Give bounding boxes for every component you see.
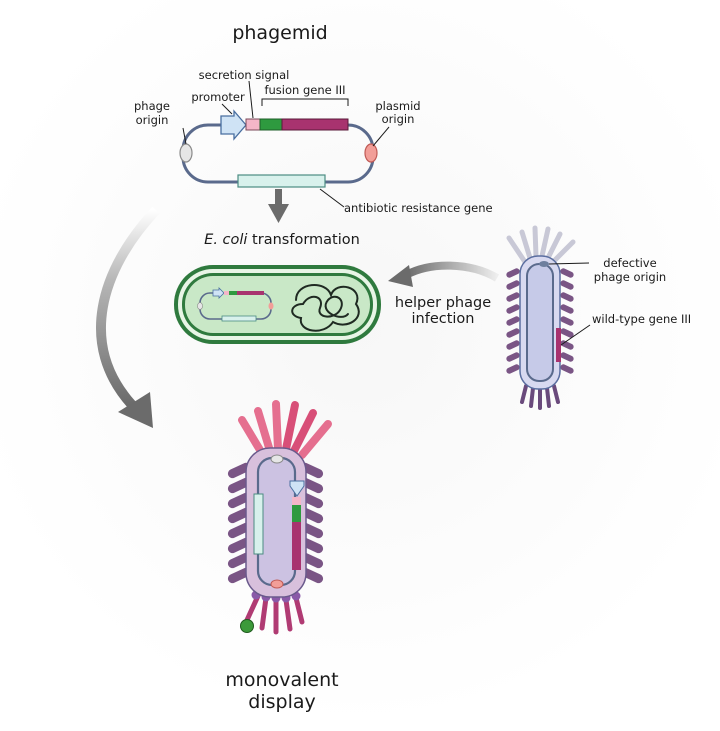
phage-origin-label-1: phage [134, 99, 170, 113]
display-gene-iii-segment [292, 522, 301, 570]
wild-type-leader [560, 324, 591, 346]
promoter-leader [221, 103, 233, 115]
secretion-signal-segment [245, 118, 261, 131]
display-genome [256, 456, 297, 587]
promoter-label: promoter [191, 90, 245, 104]
antibiotic-resistance-label: antibiotic resistance gene [344, 201, 493, 215]
display-plasmid-origin [270, 579, 284, 589]
helper-pIII-proteins [506, 225, 576, 265]
fusion-gene-iii-segment [281, 118, 349, 131]
wild-type-label: wild-type gene III [592, 312, 691, 326]
mini-phage-origin [197, 302, 203, 310]
phage-origin-leader [182, 127, 187, 145]
helper-arrow-head-icon [388, 265, 413, 287]
display-green-segment [292, 505, 301, 522]
left-curved-arrow [96, 206, 160, 428]
transformation-arrow [268, 189, 289, 223]
left-curved-arrow-shaft [96, 206, 160, 409]
mini-green-segment [229, 291, 237, 295]
plasmid-origin-label-1: plasmid [375, 99, 420, 113]
phage-origin-marker [179, 143, 193, 163]
mini-promoter-icon [212, 287, 225, 299]
antibiotic-resistance-segment [237, 174, 326, 188]
defective-label-1: defective [603, 256, 656, 270]
defective-leader [548, 262, 590, 265]
defective-origin-marker [539, 261, 549, 267]
monovalent-label-2: display [248, 691, 315, 713]
display-antibiotic-segment [253, 493, 264, 555]
display-phage-origin [270, 454, 284, 464]
helper-coat-right [560, 268, 574, 374]
plasmid-origin-leader [372, 126, 390, 147]
display-pIII-proteins [238, 400, 332, 459]
phagemid-title: phagemid [232, 22, 327, 44]
transformation-label-rest: transformation [247, 232, 359, 248]
helper-phage-label-2: infection [412, 311, 475, 327]
wild-type-gene-iii-marker [556, 328, 561, 362]
helper-tail-proteins [520, 384, 560, 410]
down-arrow-icon [268, 204, 289, 223]
helper-genome [526, 263, 554, 382]
helper-phage-label-1: helper phage [395, 295, 491, 311]
helper-coat-left [506, 268, 520, 374]
fusion-displayed-protein-segment [259, 118, 283, 131]
fusion-gene-label: fusion gene III [264, 83, 345, 97]
secretion-signal-label: secretion signal [199, 68, 290, 82]
mini-secretion-segment [224, 291, 229, 295]
plasmid-origin-label-2: origin [382, 112, 415, 126]
mini-plasmid-origin [268, 302, 274, 310]
monovalent-label-1: monovalent [225, 669, 338, 691]
phage-origin-label-2: origin [136, 113, 169, 127]
ecoli-cell [174, 265, 381, 344]
defective-label-2: phage origin [594, 270, 666, 284]
promoter-arrow-icon [220, 109, 247, 141]
transformation-label-italic: E. coli [204, 232, 247, 248]
phagemid-leader-lines [182, 80, 390, 208]
display-promoter-icon [289, 480, 305, 497]
fusion-gene-bracket [261, 98, 349, 106]
display-phage [227, 400, 332, 635]
curved-arrow-head-icon [118, 392, 153, 428]
helper-phage [506, 225, 576, 410]
plasmid-origin-marker [364, 143, 378, 163]
transformation-label: E. coli transformation [204, 232, 360, 248]
antibiotic-leader [319, 188, 345, 208]
display-tail-proteins [244, 593, 305, 635]
helper-phage-arrow [388, 261, 500, 287]
display-secretion-segment [292, 497, 301, 505]
display-coat-left [227, 462, 251, 584]
secretion-signal-leader [248, 80, 254, 119]
displayed-protein [240, 619, 254, 633]
mini-antibiotic-segment [221, 315, 257, 322]
phagemid-plasmid [179, 109, 378, 188]
helper-phage-arrow-shaft [404, 261, 500, 282]
transformation-arrow-shaft [275, 189, 282, 205]
mini-gene-iii-segment [237, 291, 264, 295]
bacterial-chromosome [291, 284, 360, 332]
